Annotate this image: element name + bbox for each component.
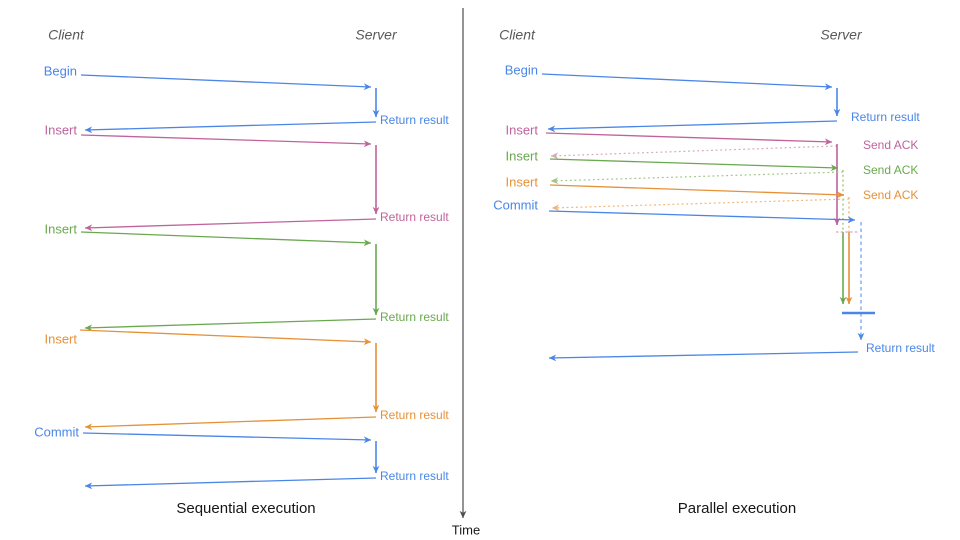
seq-op-commit-label: Commit xyxy=(34,424,79,439)
time-axis: Time xyxy=(452,8,480,537)
time-axis-label: Time xyxy=(452,522,480,537)
seq-commit-response-label: Return result xyxy=(380,469,449,483)
seq-op-begin-label: Begin xyxy=(44,63,77,78)
seq-begin-response-label: Return result xyxy=(380,113,449,127)
sequential-title: Sequential execution xyxy=(176,500,315,517)
par-client-header: Client xyxy=(499,27,536,43)
seq-op-insert1-label: Insert xyxy=(44,122,77,137)
par-op-insert2-label: Insert xyxy=(505,148,538,163)
seq-begin-request-arrow xyxy=(80,74,372,91)
par-op-insert1-label: Insert xyxy=(505,122,538,137)
seq-insert1-return-arrow xyxy=(84,218,377,232)
par-insert1-ack-arrow xyxy=(550,145,838,160)
seq-begin-return-arrow xyxy=(84,121,377,134)
seq-op-insert2-label: Insert xyxy=(44,221,77,236)
par-op-insert3-label: Insert xyxy=(505,174,538,189)
seq-server-header: Server xyxy=(355,27,398,43)
seq-insert1-request-arrow xyxy=(80,134,372,148)
seq-insert2-request-arrow xyxy=(80,231,372,247)
seq-insert1-response-label: Return result xyxy=(380,210,449,224)
seq-commit-request-arrow xyxy=(82,432,372,444)
seq-client-header: Client xyxy=(48,27,85,43)
par-begin-return-arrow xyxy=(547,120,838,133)
par-insert2-request-arrow xyxy=(549,158,839,172)
par-commit-response-label: Return result xyxy=(866,341,935,355)
par-insert1-ack-label: Send ACK xyxy=(863,138,918,152)
par-insert1-request-arrow xyxy=(545,132,833,146)
seq-insert3-response-label: Return result xyxy=(380,408,449,422)
par-insert3-ack-label: Send ACK xyxy=(863,188,918,202)
seq-op-insert3-label: Insert xyxy=(44,331,77,346)
par-op-commit-label: Commit xyxy=(493,197,538,212)
par-insert3-ack-arrow xyxy=(551,198,850,212)
par-begin-response-label: Return result xyxy=(851,110,920,124)
par-begin-request-arrow xyxy=(541,73,833,91)
par-commit-return-arrow xyxy=(548,351,859,362)
par-insert2-ack-label: Send ACK xyxy=(863,163,918,177)
seq-insert2-response-label: Return result xyxy=(380,310,449,324)
par-op-begin-label: Begin xyxy=(505,62,538,77)
parallel-diagram: Client Server Begin Return result Insert… xyxy=(493,27,935,517)
par-server-header: Server xyxy=(820,27,863,43)
seq-commit-return-arrow xyxy=(84,477,377,490)
sequential-diagram: Client Server Begin Return result Insert… xyxy=(34,27,449,517)
seq-insert3-request-arrow xyxy=(79,329,372,346)
seq-insert2-return-arrow xyxy=(84,318,377,332)
seq-insert3-return-arrow xyxy=(84,416,377,431)
par-commit-request-arrow xyxy=(548,210,856,224)
parallel-title: Parallel execution xyxy=(678,500,796,517)
par-insert3-request-arrow xyxy=(549,184,845,199)
